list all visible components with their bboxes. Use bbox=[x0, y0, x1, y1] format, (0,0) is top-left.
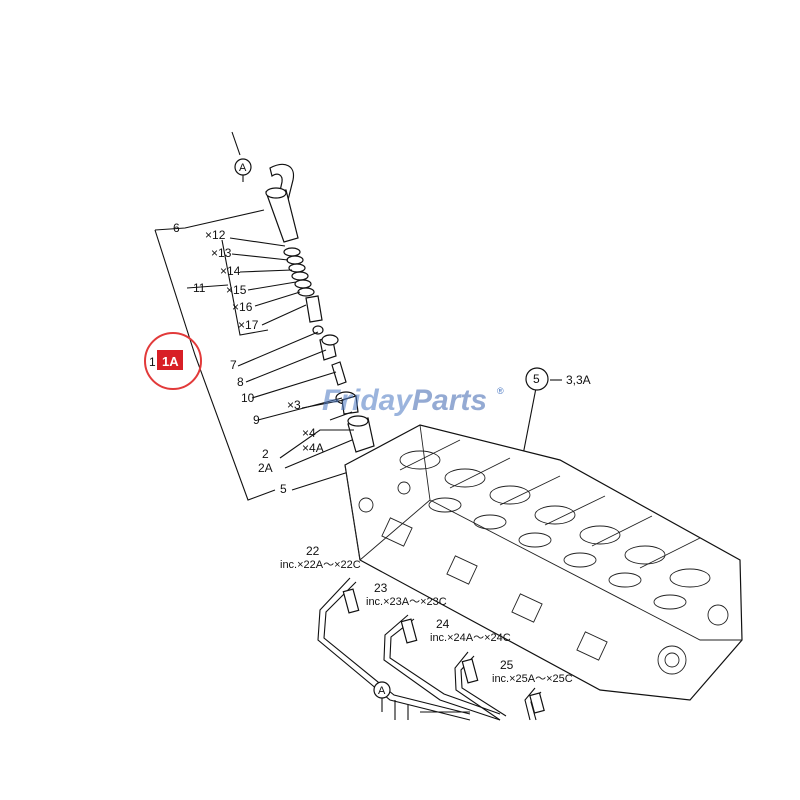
label-11: 11 bbox=[193, 281, 206, 295]
injector-assembly bbox=[231, 131, 375, 453]
callout-leaders bbox=[154, 209, 562, 501]
watermark-accent: Parts bbox=[412, 384, 487, 417]
svg-text:×13: ×13 bbox=[211, 246, 232, 260]
label-17: 17 bbox=[245, 318, 259, 332]
svg-text:×15: ×15 bbox=[226, 283, 247, 297]
svg-text:×4: ×4 bbox=[302, 426, 316, 440]
label-3-x: × bbox=[287, 398, 294, 412]
label-22-sub: inc.×22A～×22C bbox=[280, 559, 361, 571]
label-4a: 4A bbox=[309, 441, 324, 455]
svg-text:×14: ×14 bbox=[220, 264, 241, 278]
label-4-x: × bbox=[302, 426, 309, 440]
label-6: 6 bbox=[173, 221, 180, 235]
svg-text:×16: ×16 bbox=[232, 300, 253, 314]
label-15-x: × bbox=[226, 283, 233, 297]
circled-5 bbox=[525, 367, 549, 391]
label-25: 25 bbox=[500, 658, 514, 672]
label-13: 13 bbox=[218, 246, 232, 260]
label-14-x: × bbox=[220, 264, 227, 278]
label-24-sub: inc.×24A～×24C bbox=[430, 632, 511, 644]
label-3-3a: 3,3A bbox=[566, 373, 591, 387]
label-9: 9 bbox=[253, 413, 260, 427]
shim-stack bbox=[283, 247, 323, 323]
label-10: 10 bbox=[241, 391, 255, 405]
part-labels: 6 ×12 ×13 ×14 11 ×15 ×16 ×17 7 8 10 9 ×3… bbox=[173, 221, 591, 685]
label-22: 22 bbox=[306, 544, 320, 558]
rocker-details bbox=[399, 439, 711, 610]
svg-text:×4A: ×4A bbox=[302, 441, 324, 455]
highlight-1a[interactable]: 1 1A bbox=[144, 332, 202, 390]
label-15: 15 bbox=[233, 283, 247, 297]
label-16-x: × bbox=[232, 300, 239, 314]
label-24: 24 bbox=[436, 617, 450, 631]
label-23: 23 bbox=[374, 581, 388, 595]
highlight-label: 1A bbox=[162, 354, 179, 369]
port-openings bbox=[381, 517, 608, 661]
highlight-prefix-1: 1 bbox=[149, 355, 156, 369]
ref-point-a-bottom: A bbox=[373, 681, 391, 712]
label-7: 7 bbox=[230, 358, 237, 372]
label-8: 8 bbox=[237, 375, 244, 389]
highlight-box bbox=[157, 350, 183, 370]
label-12-x: × bbox=[205, 228, 212, 242]
label-2a: 2A bbox=[258, 461, 273, 475]
ref-a-bottom-text: A bbox=[378, 685, 386, 697]
highlight-circle bbox=[144, 332, 202, 390]
cylinder-head bbox=[344, 424, 743, 701]
injection-pipes bbox=[317, 577, 545, 721]
label-17-x: × bbox=[238, 318, 245, 332]
label-23-sub: inc.×23A～×23C bbox=[366, 596, 447, 608]
circled-5-text: 5 bbox=[533, 372, 540, 386]
label-13-x: × bbox=[211, 246, 218, 260]
label-4: 4 bbox=[309, 426, 316, 440]
ref-a-top-text: A bbox=[239, 162, 247, 174]
svg-text:×17: ×17 bbox=[238, 318, 259, 332]
label-5: 5 bbox=[280, 482, 287, 496]
label-16: 16 bbox=[239, 300, 253, 314]
ref-point-a-top: A bbox=[234, 158, 252, 182]
label-25-sub: inc.×25A～×25C bbox=[492, 673, 573, 685]
svg-text:×3: ×3 bbox=[287, 398, 301, 412]
svg-text:×12: ×12 bbox=[205, 228, 226, 242]
watermark-main: Friday bbox=[322, 384, 413, 417]
watermark: FridayParts ® bbox=[322, 384, 504, 417]
label-4a-x: × bbox=[302, 441, 309, 455]
label-3: 3 bbox=[294, 398, 301, 412]
label-2: 2 bbox=[262, 447, 269, 461]
svg-text:FridayParts: FridayParts bbox=[322, 384, 487, 417]
label-14: 14 bbox=[227, 264, 241, 278]
label-12: 12 bbox=[212, 228, 226, 242]
watermark-mark: ® bbox=[497, 386, 504, 396]
